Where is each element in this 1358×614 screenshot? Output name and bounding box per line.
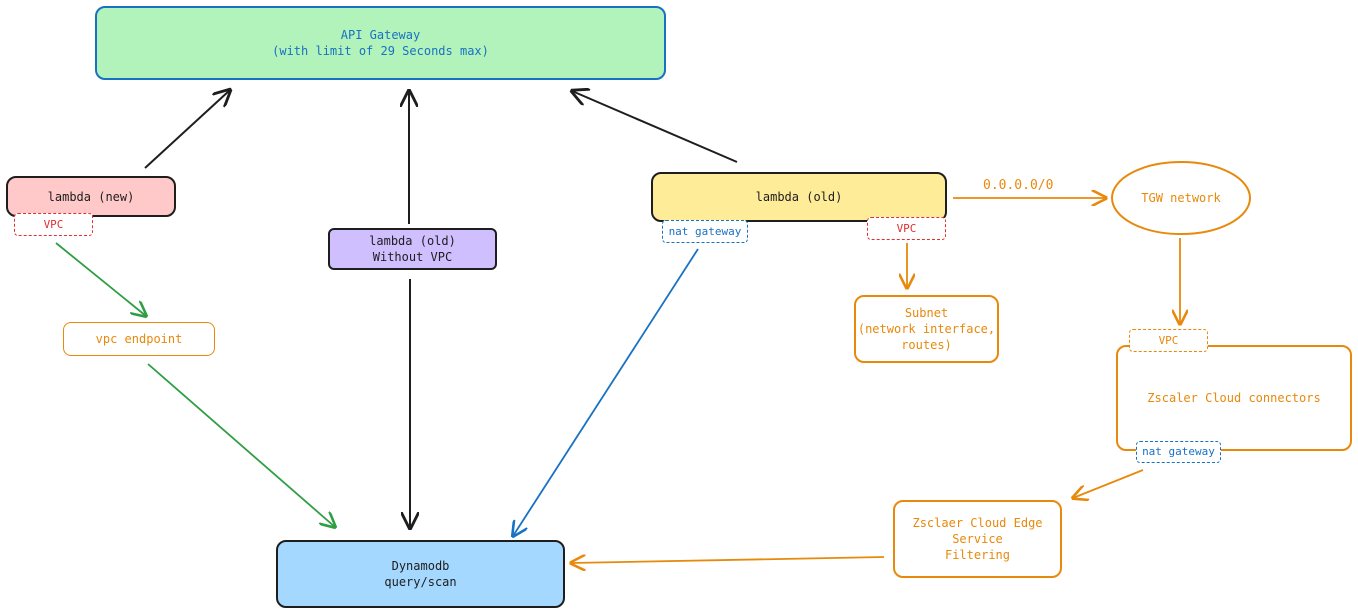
zscaler-edge-node: Zsclaer Cloud Edge Service Filtering — [893, 500, 1062, 578]
lambda-old-vpc-tag-label: VPC — [896, 221, 917, 235]
tgw-network-node: TGW network — [1112, 162, 1250, 234]
lambda-old-vpc-tag: VPC — [867, 217, 946, 240]
vpc-endpoint-node: vpc endpoint — [63, 322, 215, 356]
lambda-old-nat-tag: nat gateway — [662, 220, 748, 243]
subnet-title: Subnet — [904, 306, 949, 320]
arrow-lambda-old-to-api — [572, 91, 738, 163]
lambda-new-vpc-tag: VPC — [14, 213, 93, 236]
lambda-new-vpc-tag-label: VPC — [43, 217, 64, 231]
arrow-endpoint-to-dynamodb — [147, 363, 335, 527]
lambda-old-label: lambda (old) — [755, 190, 843, 204]
subnet-detail-1: (network interface, — [857, 322, 996, 336]
arrow-vpc-to-endpoint — [55, 242, 146, 316]
vpc-endpoint-label: vpc endpoint — [95, 332, 183, 346]
api-gateway-title: API Gateway — [340, 28, 421, 42]
lambda-new-label: lambda (new) — [47, 189, 135, 204]
lambda-old-node: lambda (old) — [651, 172, 947, 222]
zscaler-vpc-tag-label: VPC — [1158, 333, 1179, 347]
zscaler-connectors-label: Zscaler Cloud connectors — [1147, 391, 1321, 405]
tgw-network-label: TGW network — [1141, 191, 1221, 205]
zscaler-nat-tag-label: nat gateway — [1142, 445, 1215, 458]
route-label: 0.0.0.0/0 — [983, 178, 1054, 193]
lambda-old-novpc-title: lambda (old) — [369, 234, 456, 248]
lambda-old-nat-tag-label: nat gateway — [668, 224, 742, 238]
dynamodb-node: Dynamodb query/scan — [276, 540, 565, 608]
lambda-old-novpc-subtitle: Without VPC — [372, 250, 453, 264]
zscaler-connectors-node: Zscaler Cloud connectors — [1116, 345, 1352, 451]
tgw-network-ellipse — [1111, 161, 1251, 235]
arrow-nat-to-dynamodb — [513, 248, 699, 536]
zscaler-nat-tag: nat gateway — [1136, 441, 1221, 463]
zscaler-edge-service: Service — [952, 532, 1003, 546]
subnet-detail-2: routes) — [901, 338, 952, 352]
arrow-edge-to-dynamodb — [571, 557, 885, 563]
dynamodb-subtitle: query/scan — [384, 575, 457, 589]
dynamodb-title: Dynamodb — [391, 559, 450, 573]
api-gateway-subtitle: (with limit of 29 Seconds max) — [272, 44, 489, 58]
subnet-node: Subnet (network interface, routes) — [854, 295, 999, 363]
lambda-old-novpc-node: lambda (old) Without VPC — [328, 228, 497, 270]
arrow-zscaler-nat-to-edge — [1073, 469, 1144, 498]
zscaler-edge-filtering: Filtering — [944, 548, 1011, 562]
api-gateway-node: API Gateway (with limit of 29 Seconds ma… — [95, 6, 666, 80]
zscaler-edge-title: Zsclaer Cloud Edge — [912, 516, 1043, 530]
arrow-lambda-new-to-api — [144, 90, 230, 169]
zscaler-vpc-tag: VPC — [1129, 329, 1208, 352]
lambda-new-node: lambda (new) — [6, 176, 176, 217]
